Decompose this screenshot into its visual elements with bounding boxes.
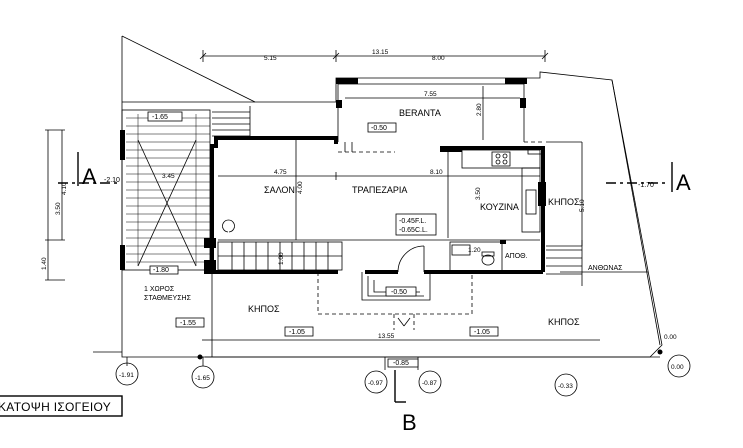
parking-label-line2: ΣΤΑΘΜΕΥΣΗΣ <box>144 295 192 302</box>
marker-6: 0.00 <box>671 364 684 371</box>
level-markers: -1.91 -1.65 -0.97 -0.87 -0.33 0.00 <box>115 354 691 397</box>
level-entry-bottom: -0.85 <box>393 360 409 367</box>
room-label-saloni: ΣΑΛΟΝΙ <box>264 185 297 195</box>
outdoor-stair <box>212 106 251 138</box>
parking-label-line1: 1 ΧΩΡΟΣ <box>144 286 175 293</box>
section-b-label: B <box>402 410 417 435</box>
room-label-apoth: ΑΠΟΘ. <box>505 253 528 260</box>
room-label-veranda: BERANTA <box>399 108 441 118</box>
room-label-trapezaria: ΤΡΑΠΕΖΑΡΙΑ <box>352 185 407 195</box>
dim-top-right: 8.00 <box>432 55 445 62</box>
dim-top-left: 5.15 <box>264 55 277 62</box>
drawing-title: ΚΑΤΟΨΗ ΙΣΟΓΕΙΟΥ <box>0 400 111 414</box>
dim-veranda-width: 7.55 <box>424 91 437 98</box>
marker-5: -0.33 <box>558 383 573 390</box>
level-interior-cl: -0.65C.L. <box>399 227 428 234</box>
dim-living-depth: 4.00 <box>297 181 304 194</box>
title-block: ΚΑΤΟΨΗ ΙΣΟΓΕΙΟΥ <box>0 395 123 417</box>
level-garden-mid: -1.05 <box>289 329 305 336</box>
interior-labels: 4.75 8.10 4.00 ΣΑΛΟΝΙ ΤΡΑΠΕΖΑΡΙΑ -0.45F.… <box>218 140 540 273</box>
marker-1: -1.91 <box>119 372 134 379</box>
marker-4: -0.87 <box>422 380 437 387</box>
marker-2: -1.65 <box>195 375 210 382</box>
room-label-kipos-bottom-left: ΚΗΠΟΣ <box>248 304 280 314</box>
dim-veranda-depth: 2.80 <box>476 103 483 116</box>
level-parking-bottom: -1.80 <box>153 267 169 274</box>
level-garden-left: -1.55 <box>180 320 196 327</box>
right-garden: ΚΗΠΟΣ 5.10 ΑΝΘΩΝΑΣ <box>546 141 648 286</box>
room-label-kipos-bottom-right: ΚΗΠΟΣ <box>548 317 580 327</box>
top-dimension-chain: 13.15 5.15 8.00 <box>199 49 549 62</box>
veranda: 7.55 2.80 BERANTA -0.50 <box>336 78 527 153</box>
wc-storage: 1.20 ΑΠΟΘ. <box>449 240 528 273</box>
level-parking-top: -1.65 <box>152 114 168 121</box>
dim-top-total: 13.15 <box>372 49 389 56</box>
left-dimensions: 3.50 4.10 1.40 <box>41 129 68 281</box>
level-garden-right: -1.05 <box>474 329 490 336</box>
dim-parking: 3.45 <box>162 173 175 180</box>
dim-stair: 1.00 <box>278 252 285 265</box>
dim-wc: 1.20 <box>468 247 481 254</box>
level-section-a-left: -2.10 <box>104 177 120 184</box>
dim-left-a: 3.50 <box>55 202 62 215</box>
dim-bottom-total: 13.55 <box>378 333 395 340</box>
section-line-b: B <box>394 370 417 435</box>
level-corner-right: 0.00 <box>664 334 677 341</box>
dim-left-c: 1.40 <box>41 257 48 270</box>
dim-right-depth: 5.10 <box>579 199 586 212</box>
level-veranda: -0.50 <box>371 125 387 132</box>
level-section-a-right: -1.70 <box>638 182 654 189</box>
room-label-kipos-right: ΚΗΠΟΣ <box>548 197 580 207</box>
level-interior-fl: -0.45F.L. <box>399 218 426 225</box>
level-entry: -0.50 <box>391 289 407 296</box>
dim-dining-width: 8.10 <box>430 169 443 176</box>
dim-left-b: 4.10 <box>61 182 68 195</box>
marker-3: -0.97 <box>368 380 383 387</box>
section-line-a: A A -2.10 -1.70 <box>58 152 691 195</box>
dim-kitchen-depth: 3.50 <box>475 187 482 200</box>
dim-living-width: 4.75 <box>274 169 287 176</box>
interior-stair: 1.00 <box>217 219 343 271</box>
label-anthonas: ΑΝΘΩΝΑΣ <box>588 265 623 272</box>
parking-area: -1.65 -1.80 3.45 1 ΧΩΡΟΣ ΣΤΑΘΜΕΥΣΗΣ <box>120 109 211 302</box>
kitchen-fittings: 3.50 ΚΟΥΖΙΝΑ <box>461 141 545 233</box>
section-a-left-label: A <box>82 164 97 189</box>
room-label-kouzina: ΚΟΥΖΙΝΑ <box>480 202 519 212</box>
section-a-right-label: A <box>676 170 691 195</box>
entry-area: -0.50 13.55 -1.55 -1.05 -1.05 -0.85 ΚΗΠΟ… <box>175 272 677 370</box>
